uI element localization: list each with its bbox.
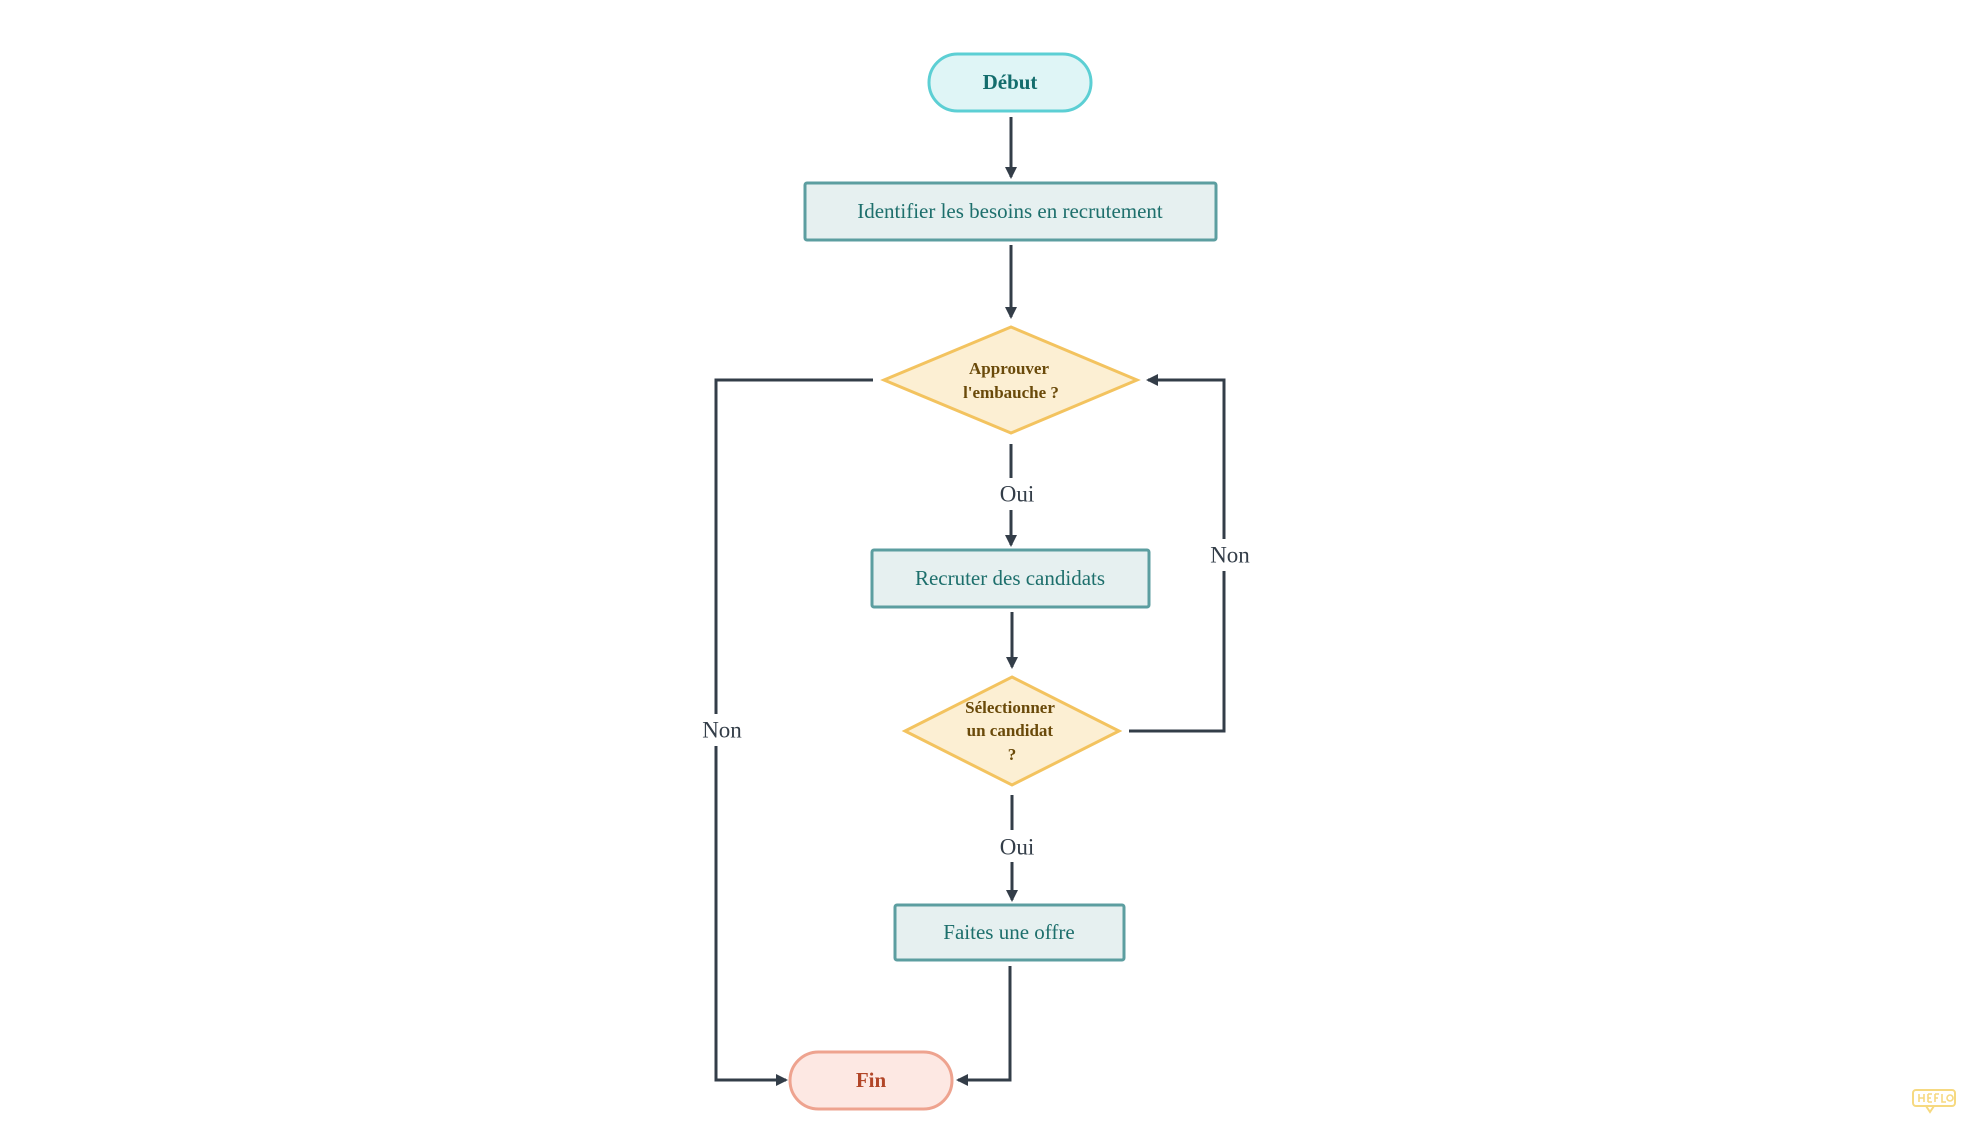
- make-offer-label: Faites une offre: [943, 920, 1074, 944]
- edge-label-select-no-text: Non: [1210, 543, 1250, 568]
- heflo-logo-icon: [1912, 1089, 1956, 1114]
- select-candidate-label: Sélectionner un candidat ?: [965, 698, 1059, 764]
- approve-hiring-label-line-2: l'embauche ?: [963, 383, 1059, 402]
- identify-needs-node[interactable]: Identifier les besoins en recrutement: [803, 181, 1218, 242]
- recruit-candidates-label: Recruter des candidats: [915, 566, 1105, 590]
- recruit-candidates-node[interactable]: Recruter des candidats: [870, 548, 1151, 609]
- select-candidate-label-line-1: Sélectionner: [965, 698, 1055, 717]
- edge-offer-end: [956, 966, 1012, 1086]
- select-candidate-label-line-2: un candidat: [967, 721, 1054, 740]
- start-node-label: Début: [983, 70, 1038, 94]
- approve-hiring-label: Approuver l'embauche ?: [963, 359, 1059, 402]
- edge-label-select-no: Non: [1204, 539, 1250, 571]
- edge-label-select-yes: Oui: [990, 830, 1034, 862]
- end-node-label: Fin: [856, 1068, 887, 1092]
- end-node[interactable]: Fin: [788, 1050, 954, 1111]
- edge-label-approve-yes-text: Oui: [1000, 482, 1035, 507]
- approve-hiring-label-line-1: Approuver: [969, 359, 1049, 378]
- identify-needs-label: Identifier les besoins en recrutement: [857, 199, 1163, 223]
- approve-hiring-decision[interactable]: Approuver l'embauche ?: [880, 325, 1141, 435]
- select-candidate-label-line-3: ?: [1008, 745, 1017, 764]
- start-node[interactable]: Début: [927, 52, 1093, 113]
- edge-label-approve-yes: Oui: [990, 478, 1034, 510]
- edge-label-approve-no-text: Non: [702, 718, 742, 743]
- edge-label-approve-no: Non: [694, 714, 742, 746]
- edge-label-select-yes-text: Oui: [1000, 835, 1035, 860]
- select-candidate-decision[interactable]: Sélectionner un candidat ?: [901, 675, 1123, 787]
- make-offer-node[interactable]: Faites une offre: [893, 903, 1126, 962]
